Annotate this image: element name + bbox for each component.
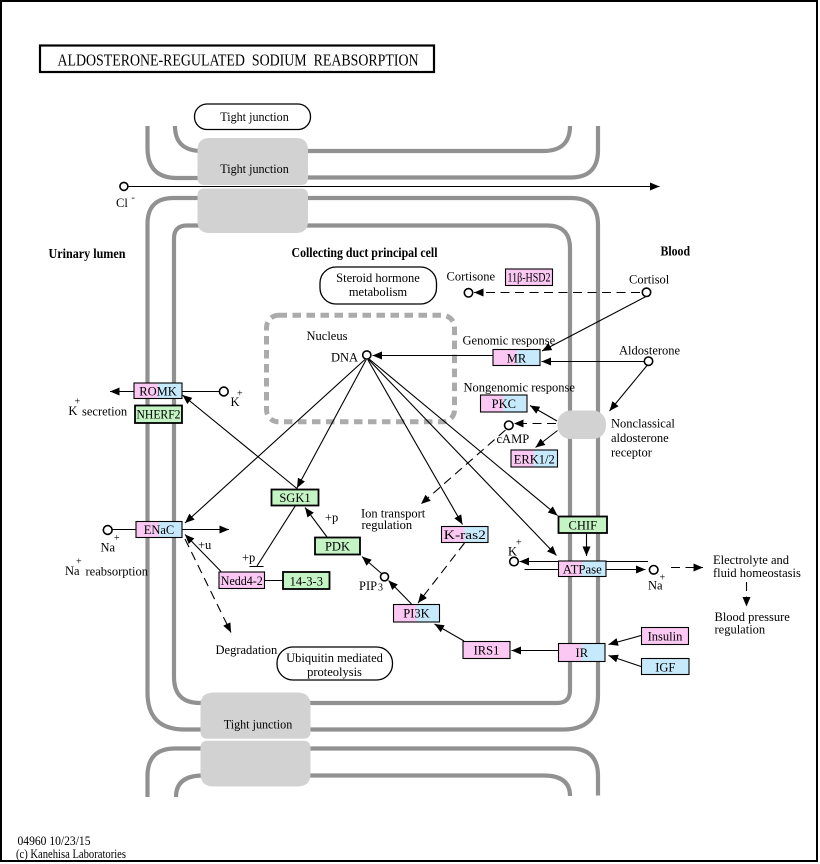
- svg-text:14-3-3: 14-3-3: [290, 575, 323, 589]
- svg-text:proteolysis: proteolysis: [307, 665, 362, 679]
- svg-text:Collecting duct principal cell: Collecting duct principal cell: [292, 245, 438, 260]
- svg-text:IR: IR: [576, 646, 589, 660]
- svg-text:+u: +u: [198, 538, 212, 552]
- svg-text:aldosterone: aldosterone: [611, 431, 669, 445]
- svg-text:Tight junction: Tight junction: [224, 718, 293, 732]
- svg-text:Nonclassical: Nonclassical: [611, 417, 675, 431]
- svg-text:+p: +p: [325, 511, 338, 525]
- svg-text:Urinary lumen: Urinary lumen: [49, 246, 126, 261]
- svg-text:Steroid hormone: Steroid hormone: [336, 271, 420, 285]
- svg-text:PI3K: PI3K: [403, 607, 429, 621]
- svg-text:IGF: IGF: [655, 661, 675, 675]
- svg-text:regulation: regulation: [715, 623, 766, 637]
- svg-text:IRS1: IRS1: [474, 644, 500, 658]
- svg-text:11β-HSD2: 11β-HSD2: [508, 271, 551, 285]
- svg-text:Ion transport: Ion transport: [361, 507, 426, 521]
- svg-text:Blood pressure: Blood pressure: [715, 610, 791, 624]
- svg-text:+: +: [516, 538, 522, 549]
- svg-text:K: K: [68, 404, 77, 418]
- svg-text:Cortisone: Cortisone: [447, 270, 496, 284]
- svg-text:K: K: [508, 545, 517, 559]
- svg-text:metabolism: metabolism: [349, 285, 408, 299]
- svg-text:Na: Na: [65, 564, 80, 578]
- svg-text:reabsorption: reabsorption: [86, 565, 149, 579]
- svg-text:Aldosterone: Aldosterone: [619, 344, 681, 358]
- svg-text:+: +: [114, 533, 120, 544]
- svg-text:Insulin: Insulin: [648, 630, 683, 644]
- svg-text:Cl: Cl: [116, 196, 128, 210]
- svg-text:+: +: [237, 389, 243, 400]
- svg-text:DNA: DNA: [331, 351, 358, 365]
- svg-text:cAMP: cAMP: [497, 432, 530, 446]
- svg-text:-: -: [132, 193, 135, 204]
- svg-text:+: +: [75, 397, 81, 408]
- svg-text:+: +: [660, 573, 666, 584]
- svg-text:PDK: PDK: [325, 540, 350, 554]
- svg-text:CHIF: CHIF: [569, 519, 598, 533]
- svg-text:(c) Kanehisa Laboratories: (c) Kanehisa Laboratories: [16, 847, 126, 861]
- svg-text:K-ras2: K-ras2: [444, 528, 486, 542]
- svg-text:K: K: [231, 395, 240, 409]
- svg-text:Blood: Blood: [661, 244, 691, 259]
- svg-text:+p: +p: [242, 551, 255, 565]
- svg-text:Degradation: Degradation: [216, 643, 279, 657]
- svg-text:NHERF2: NHERF2: [137, 408, 181, 422]
- svg-text:PIP: PIP: [359, 579, 377, 593]
- svg-text:Nedd4-2: Nedd4-2: [221, 574, 263, 588]
- svg-text:+: +: [76, 557, 82, 568]
- svg-text:ROMK: ROMK: [139, 385, 177, 399]
- svg-text:04960 10/23/15: 04960 10/23/15: [18, 834, 91, 848]
- svg-text:Ubiquitin mediated: Ubiquitin mediated: [286, 651, 384, 665]
- svg-text:3: 3: [378, 583, 383, 594]
- svg-text:ATPase: ATPase: [563, 563, 602, 577]
- svg-text:ALDOSTERONE-REGULATED SODIUM: ALDOSTERONE-REGULATED SODIUM REABSORPTIO…: [58, 51, 419, 70]
- svg-text:Electrolyte and: Electrolyte and: [713, 553, 790, 567]
- svg-text:Tight junction: Tight junction: [220, 110, 289, 124]
- svg-text:regulation: regulation: [362, 518, 413, 532]
- svg-text:receptor: receptor: [611, 446, 653, 460]
- svg-text:ERK1/2: ERK1/2: [514, 453, 555, 467]
- svg-text:Na: Na: [648, 579, 663, 593]
- svg-text:Nucleus: Nucleus: [307, 329, 348, 343]
- svg-text:PKC: PKC: [492, 397, 516, 411]
- svg-text:Tight junction: Tight junction: [220, 162, 289, 176]
- svg-text:fluid homeostasis: fluid homeostasis: [713, 566, 801, 580]
- svg-text:MR: MR: [507, 352, 527, 366]
- svg-text:Genomic response: Genomic response: [463, 334, 556, 348]
- svg-text:SGK1: SGK1: [279, 491, 310, 505]
- svg-text:ENaC: ENaC: [144, 523, 175, 537]
- svg-text:Nongenomic response: Nongenomic response: [464, 381, 576, 395]
- svg-text:Na: Na: [101, 541, 116, 555]
- svg-text:secretion: secretion: [82, 405, 128, 419]
- svg-text:Cortisol: Cortisol: [629, 273, 670, 287]
